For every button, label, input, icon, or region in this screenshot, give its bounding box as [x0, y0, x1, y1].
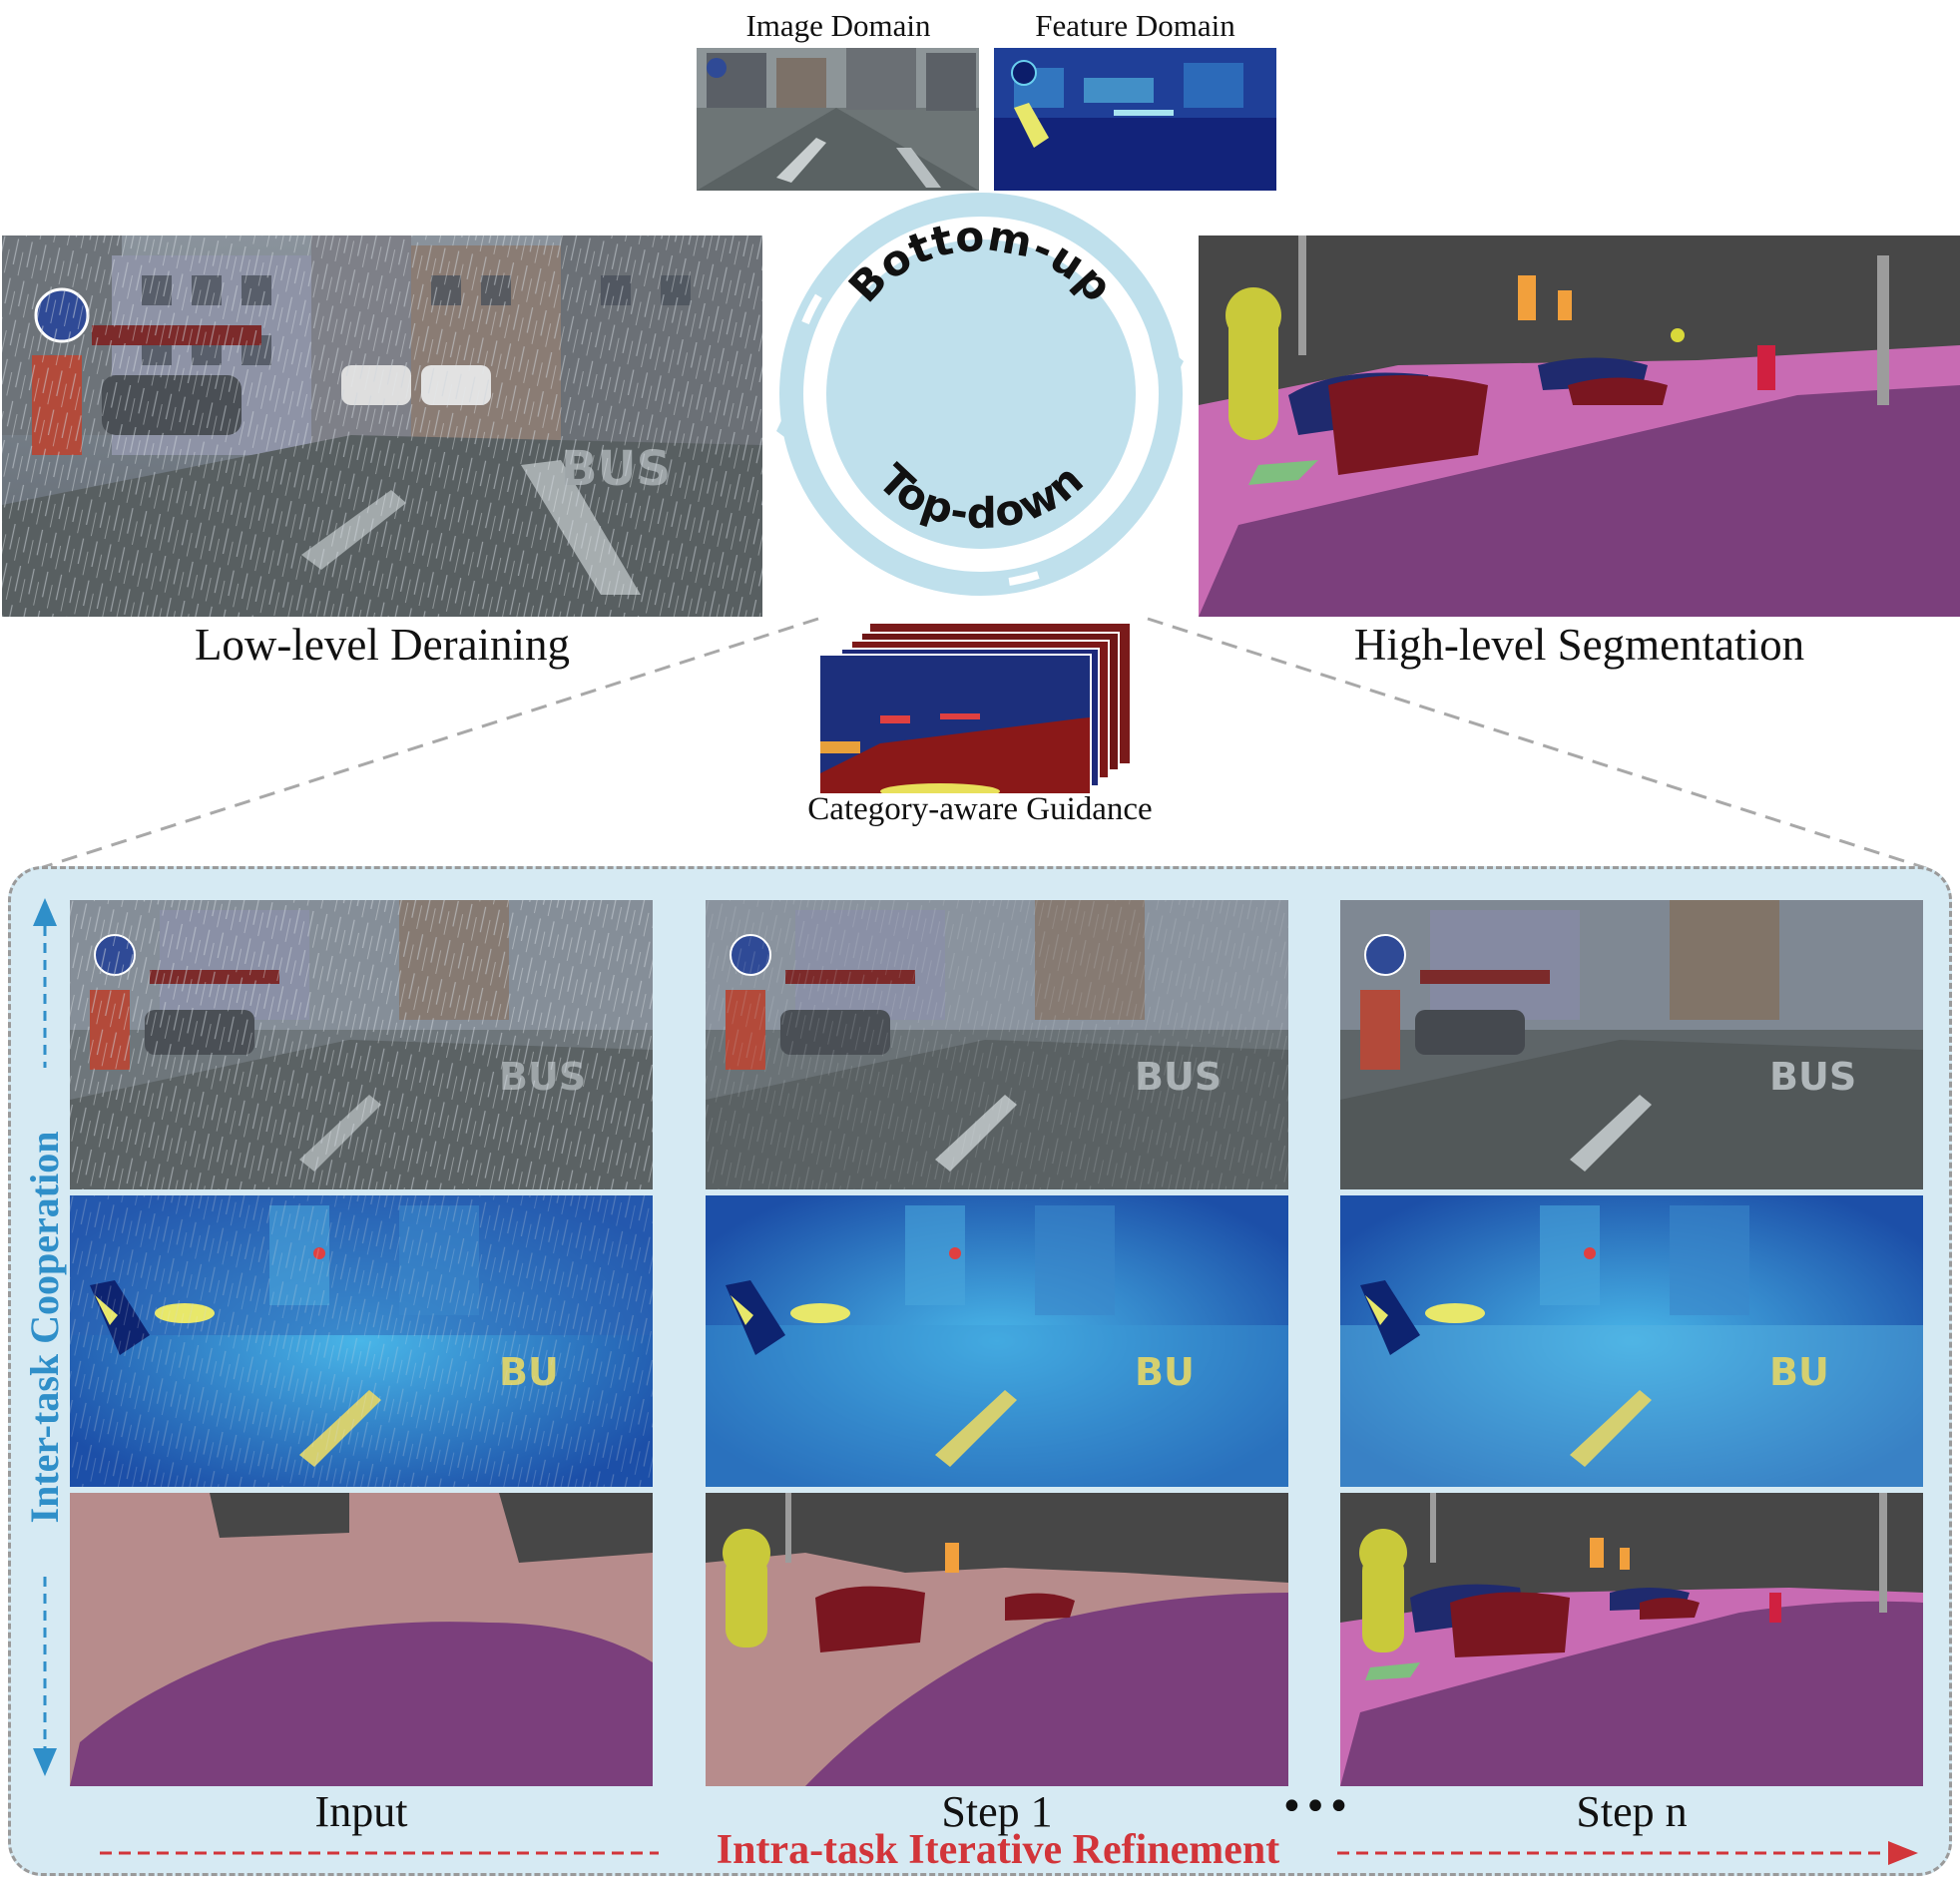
high-level-segmentation-caption: High-level Segmentation — [1353, 620, 1805, 670]
intra-task-refinement-axis — [100, 1841, 1918, 1865]
column-ellipsis: ••• — [1279, 1784, 1351, 1830]
rainy-input-image: BUS — [2, 235, 762, 617]
intra-task-refinement-label: Intra-task Iterative Refinement — [716, 1827, 1280, 1873]
svg-text:Bottom-up: Bottom-up — [839, 211, 1123, 311]
input-feature-map: BU — [70, 1195, 653, 1487]
column-label-step-1: Step 1 — [941, 1787, 1053, 1836]
inter-task-cooperation-axis — [33, 898, 57, 1776]
stepn-segmentation-map — [1340, 1493, 1923, 1786]
top-down-label: Top-down — [869, 454, 1092, 538]
feature-domain-label: Feature Domain — [1035, 8, 1235, 43]
bottom-up-arrowhead — [1148, 331, 1184, 401]
inter-task-cooperation-label: Inter-task Cooperation — [22, 1131, 67, 1524]
column-label-step-n: Step n — [1576, 1787, 1688, 1836]
svg-text:BUS: BUS — [1769, 1055, 1856, 1099]
low-level-deraining-caption: Low-level Deraining — [194, 620, 571, 670]
bottom-up-label-arc: Bottom-up Top-down — [839, 211, 1123, 538]
svg-text:BU: BU — [1769, 1350, 1829, 1394]
step1-feature-map: BU — [706, 1195, 1288, 1487]
svg-text:BU: BU — [1135, 1350, 1195, 1394]
step1-derained-image: BUS — [706, 900, 1288, 1189]
category-aware-guidance-label: Category-aware Guidance — [807, 791, 1153, 827]
zoom-connector-lines — [39, 617, 1927, 870]
input-rainy-image: BUS — [70, 900, 653, 1189]
step1-segmentation-map — [706, 1493, 1288, 1786]
segmentation-result-image — [1199, 235, 1960, 617]
bottom-up-label: Bottom-up — [839, 211, 1122, 311]
svg-text:Top-down: Top-down — [869, 454, 1093, 538]
stepn-derained-image: BUS — [1340, 900, 1923, 1189]
image-domain-label: Image Domain — [745, 8, 931, 43]
stepn-feature-map: BU — [1340, 1195, 1923, 1487]
column-label-input: Input — [314, 1787, 408, 1836]
input-segmentation-map — [70, 1493, 653, 1786]
top-down-arrowhead — [776, 389, 814, 459]
image-domain-thumbnail — [697, 48, 979, 191]
feature-domain-thumbnail — [994, 48, 1276, 191]
cycle-diagram — [776, 193, 1184, 596]
category-aware-guidance-stack — [820, 624, 1140, 793]
